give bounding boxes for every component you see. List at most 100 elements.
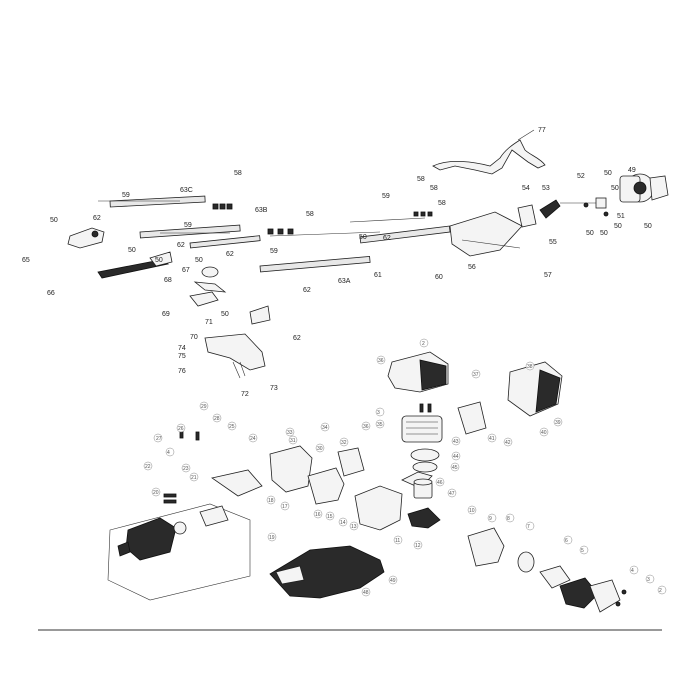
- callout: 75: [178, 353, 186, 360]
- callout: 13: [351, 524, 357, 530]
- callout: 35: [377, 422, 383, 428]
- callout: 59: [122, 192, 130, 199]
- callout: 2: [422, 341, 425, 347]
- hedge-blade: [97, 251, 173, 279]
- callout: 18: [268, 498, 274, 504]
- callout: 16: [315, 512, 321, 518]
- callout: 49: [628, 167, 636, 174]
- callout: 5: [581, 548, 584, 554]
- callout: 2: [659, 588, 662, 594]
- lower-callouts: 2 38 37 36 3 35 36 34 32 33 31 30 29 28 …: [143, 338, 667, 597]
- callout: 11: [395, 538, 400, 544]
- throttle-bracket: [211, 469, 263, 497]
- engine-unit-top: [619, 173, 669, 203]
- callout: 15: [327, 514, 333, 520]
- callout: 62: [226, 251, 234, 258]
- callout: 63B: [255, 207, 268, 214]
- crankshaft: [407, 507, 441, 529]
- callout: 50: [600, 230, 608, 237]
- callout: 23: [183, 466, 189, 472]
- callout: 50: [128, 247, 136, 254]
- callout: 50: [586, 230, 594, 237]
- callout: 74: [178, 345, 186, 352]
- callout: 4: [631, 568, 634, 574]
- callout: 31: [290, 438, 296, 444]
- callout: 55: [549, 239, 557, 246]
- callout: 63A: [338, 278, 351, 285]
- callout: 8: [507, 516, 510, 522]
- fuel-tank: [269, 545, 385, 599]
- callout: 50: [195, 257, 203, 264]
- bolt-clusters: [212, 203, 433, 235]
- fan-housing: [269, 445, 313, 493]
- callout: 61: [374, 272, 382, 279]
- callout: 58: [234, 170, 242, 177]
- shaft-rods: [98, 195, 451, 273]
- piston: [413, 478, 433, 499]
- callout: 6: [565, 538, 568, 544]
- callout: 59: [270, 248, 278, 255]
- callout: 58: [417, 176, 425, 183]
- coupling-parts: [517, 197, 609, 228]
- callout: 30: [317, 446, 323, 452]
- callout: 19: [269, 535, 275, 541]
- muffler: [457, 401, 487, 435]
- callout: 52: [577, 173, 585, 180]
- callout: 50: [611, 185, 619, 192]
- callout: 50: [614, 223, 622, 230]
- crankcase: [354, 485, 403, 531]
- carburetor: [337, 447, 365, 477]
- ignition-coil: [307, 467, 345, 505]
- callout: 57: [544, 272, 552, 279]
- callout: 46: [437, 480, 443, 486]
- callout: 62: [383, 235, 391, 242]
- callout: 3: [377, 410, 380, 416]
- starter-parts: [467, 527, 627, 613]
- callout: 66: [47, 290, 55, 297]
- callout: 48: [363, 590, 369, 596]
- callout: 10: [469, 508, 475, 514]
- callout: 25: [229, 424, 235, 430]
- air-filter-assembly: [107, 503, 251, 601]
- callout: 36: [363, 424, 369, 430]
- callout: 71: [205, 319, 213, 326]
- callout: 39: [555, 420, 561, 426]
- small-bolts: [163, 403, 432, 504]
- callout: 36: [378, 358, 384, 364]
- callout: 50: [604, 170, 612, 177]
- callout: 49: [390, 578, 396, 584]
- callout: 50: [221, 311, 229, 318]
- callout: 44: [453, 454, 459, 460]
- callout: 51: [617, 213, 625, 220]
- callout: 45: [452, 465, 458, 471]
- callout: 34: [322, 425, 328, 431]
- callout: 62: [177, 242, 185, 249]
- callout: 62: [293, 335, 301, 342]
- callout: 65: [22, 257, 30, 264]
- callout: 68: [164, 277, 172, 284]
- upper-callouts: 77 59 63C 58 49 54 53 52 50 50 51 50 50 …: [22, 127, 652, 398]
- callout: 27: [156, 436, 162, 442]
- callout: 12: [415, 543, 421, 549]
- callout: 70: [190, 334, 198, 341]
- callout: 58: [430, 185, 438, 192]
- callout: 77: [538, 127, 546, 134]
- callout: 76: [178, 368, 186, 375]
- callout: 20: [153, 490, 159, 496]
- callout: 50: [359, 234, 367, 241]
- callout: 3: [647, 577, 650, 583]
- callout: 58: [306, 211, 314, 218]
- callout: 59: [184, 222, 192, 229]
- angle-adjust-parts: [189, 266, 271, 325]
- callout: 62: [93, 215, 101, 222]
- callout: 40: [541, 430, 547, 436]
- callout: 58: [438, 200, 446, 207]
- callout: 28: [214, 416, 220, 422]
- handle-bar: [432, 139, 546, 175]
- callout: 41: [489, 436, 495, 442]
- callout: 72: [241, 391, 249, 398]
- callout: 9: [489, 516, 492, 522]
- harness-plate: [449, 211, 523, 257]
- callout: 22: [145, 464, 151, 470]
